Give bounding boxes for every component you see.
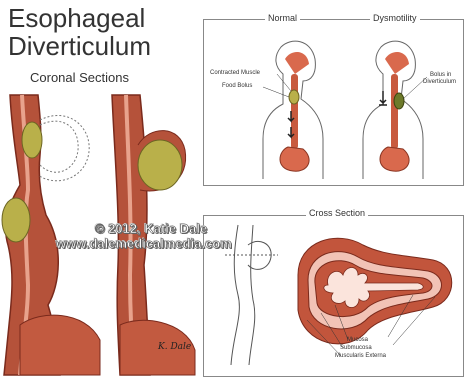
page-title: Esophageal Diverticulum [8,4,151,60]
stomach-left [20,315,100,375]
dashed-diverticulum-outline [40,121,78,172]
title-line-1: Esophageal [8,4,151,32]
website-watermark: www.dalemedicalmedia.com [56,236,232,251]
dysmotility-arrow [379,91,387,105]
subtitle-coronal-sections: Coronal Sections [30,70,129,85]
label-diverticulum: Diverticulum [423,79,456,85]
normal-pharynx [285,52,309,74]
dysmotility-bolus [394,93,404,109]
normal-food-bolus [289,90,299,104]
title-line-2: Diverticulum [8,32,151,60]
label-bolus-in: Bolus in [430,72,451,78]
copyright-watermark: © 2012, Katie Dale [95,221,207,236]
normal-esophagus [291,74,298,149]
label-submucosa: Submucosa [340,345,372,351]
label-mucosa: Mucosa [347,337,368,343]
dysmotility-stomach [380,147,409,171]
label-muscularis-externa: Muscularis Externa [335,353,386,359]
bolus-in-diverticulum [138,140,182,190]
label-contracted-muscle: Contracted Muscle [210,70,260,76]
dysmotility-pharynx [385,52,409,74]
bolus-left-lower [2,198,30,242]
label-food-bolus: Food Bolus [222,83,252,89]
bolus-left-upper [22,122,42,158]
dysmotility-esophagus [391,74,398,149]
normal-dysmotility-illustration [203,19,462,184]
artist-signature: K. Dale [158,342,191,352]
cross-section-illustration [203,215,462,375]
cross-section-outline-figure [231,225,255,365]
normal-stomach [280,147,309,171]
